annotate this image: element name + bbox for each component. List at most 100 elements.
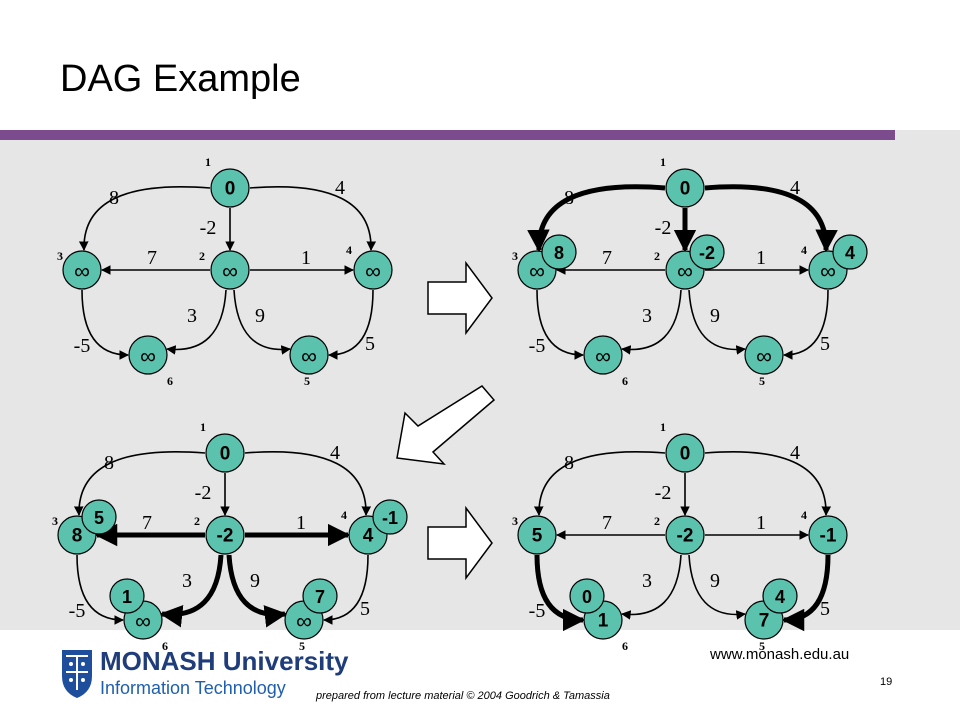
vertex-id-v4: 4 — [801, 508, 807, 522]
node-v2 — [210, 250, 250, 290]
vertex-id-v1: 1 — [660, 420, 666, 434]
arrow-right-bottom — [427, 505, 493, 581]
edge-v4_v5 — [781, 554, 831, 632]
node-label-v2: ∞ — [677, 259, 693, 284]
weight-v4-v5: 5 — [360, 598, 370, 620]
edge-v3_v6 — [534, 554, 586, 632]
weight-v2-v6: 3 — [187, 305, 197, 327]
node-v1 — [665, 433, 705, 473]
weight-v1-v2: -2 — [655, 217, 672, 239]
node-label-v1: 0 — [680, 179, 691, 200]
weight-v1-v2: -2 — [200, 217, 217, 239]
node-label-v5: ∞ — [756, 344, 772, 369]
weight-v1-v3: 8 — [564, 187, 574, 209]
weight-v2-v3: 7 — [147, 247, 157, 269]
edge-v4_v5 — [323, 554, 369, 625]
edge-v2_v5 — [688, 289, 746, 355]
weight-v2-v4: 1 — [301, 247, 311, 269]
edge-v2_v5 — [233, 289, 291, 355]
badge-v4 — [372, 499, 408, 535]
badge-label-v4: 4 — [845, 243, 855, 263]
vertex-id-v2: 2 — [654, 249, 660, 263]
weight-v2-v6: 3 — [182, 570, 192, 592]
vertex-id-v2: 2 — [194, 514, 200, 528]
node-v1 — [205, 433, 245, 473]
vertex-id-v1: 1 — [205, 155, 211, 169]
vertex-id-v5: 5 — [759, 639, 765, 653]
edge-v3_v6 — [536, 289, 584, 360]
badge-label-v5: 7 — [315, 587, 325, 607]
edge-v2_v5 — [226, 554, 288, 628]
weight-v1-v4: 4 — [790, 177, 800, 199]
badge-label-v6: 1 — [122, 587, 132, 607]
weight-v2-v5: 9 — [250, 570, 260, 592]
badge-v6 — [569, 578, 605, 614]
node-label-v6: ∞ — [595, 344, 611, 369]
edge-v1_v4 — [704, 451, 832, 516]
badge-v5 — [302, 578, 338, 614]
badge-v6 — [109, 578, 145, 614]
weight-v1-v3: 8 — [109, 187, 119, 209]
vertex-id-v1: 1 — [660, 155, 666, 169]
page-number: 19 — [880, 676, 893, 688]
node-v3 — [62, 250, 102, 290]
badge-label-v3: 5 — [94, 508, 104, 528]
arrow-down-left — [396, 385, 496, 466]
node-label-v3: 5 — [532, 526, 543, 547]
node-label-v2: -2 — [677, 526, 694, 547]
weight-v1-v3: 8 — [564, 452, 574, 474]
vertex-id-v1: 1 — [200, 420, 206, 434]
edge-v1_v4 — [244, 451, 372, 516]
weight-v2-v5: 9 — [255, 305, 265, 327]
edge-v2_v6 — [621, 289, 682, 355]
badge-v2 — [689, 234, 725, 270]
weight-v4-v5: 5 — [820, 333, 830, 355]
node-label-v6: ∞ — [140, 344, 156, 369]
node-label-v1: 0 — [680, 444, 691, 465]
weight-v1-v2: -2 — [195, 482, 212, 504]
edge-v4_v5 — [783, 289, 829, 360]
arrow-right-top — [427, 260, 493, 336]
vertex-id-v2: 2 — [654, 514, 660, 528]
edge-v1_v4 — [704, 184, 838, 253]
vertex-id-v4: 4 — [341, 508, 347, 522]
node-label-v5: ∞ — [301, 344, 317, 369]
node-v6 — [583, 335, 623, 375]
node-label-v6: 1 — [598, 611, 609, 632]
vertex-id-v4: 4 — [346, 243, 352, 257]
node-v6 — [128, 335, 168, 375]
badge-label-v6: 0 — [582, 587, 592, 607]
weight-v1-v3: 8 — [104, 452, 114, 474]
weight-v2-v4: 1 — [756, 512, 766, 534]
weight-v4-v5: 5 — [365, 333, 375, 355]
node-label-v4: 4 — [363, 526, 374, 547]
node-label-v5: ∞ — [296, 609, 312, 634]
node-label-v5: 7 — [759, 611, 770, 632]
edge-v2_v6 — [621, 554, 682, 620]
node-label-v4: ∞ — [365, 259, 381, 284]
node-v1 — [665, 168, 705, 208]
badge-label-v2: -2 — [699, 243, 715, 263]
node-v4 — [353, 250, 393, 290]
vertex-id-v6: 6 — [162, 639, 168, 653]
node-label-v6: ∞ — [135, 609, 151, 634]
badge-v4 — [832, 234, 868, 270]
weight-v3-v6: -5 — [69, 600, 86, 622]
weight-v3-v6: -5 — [529, 600, 546, 622]
badge-v3 — [541, 234, 577, 270]
page-title: DAG Example — [60, 58, 301, 100]
weight-v1-v4: 4 — [335, 177, 345, 199]
edge-v1_v3 — [73, 451, 206, 516]
edge-v2_v6 — [159, 554, 224, 628]
vertex-id-v6: 6 — [622, 374, 628, 388]
vertex-id-v5: 5 — [299, 639, 305, 653]
edge-v2_v5 — [688, 554, 746, 620]
vertex-id-v3: 3 — [512, 514, 518, 528]
edge-v1_v4 — [249, 186, 377, 251]
node-v2 — [665, 515, 705, 555]
weight-v3-v6: -5 — [74, 335, 91, 357]
vertex-id-v2: 2 — [199, 249, 205, 263]
